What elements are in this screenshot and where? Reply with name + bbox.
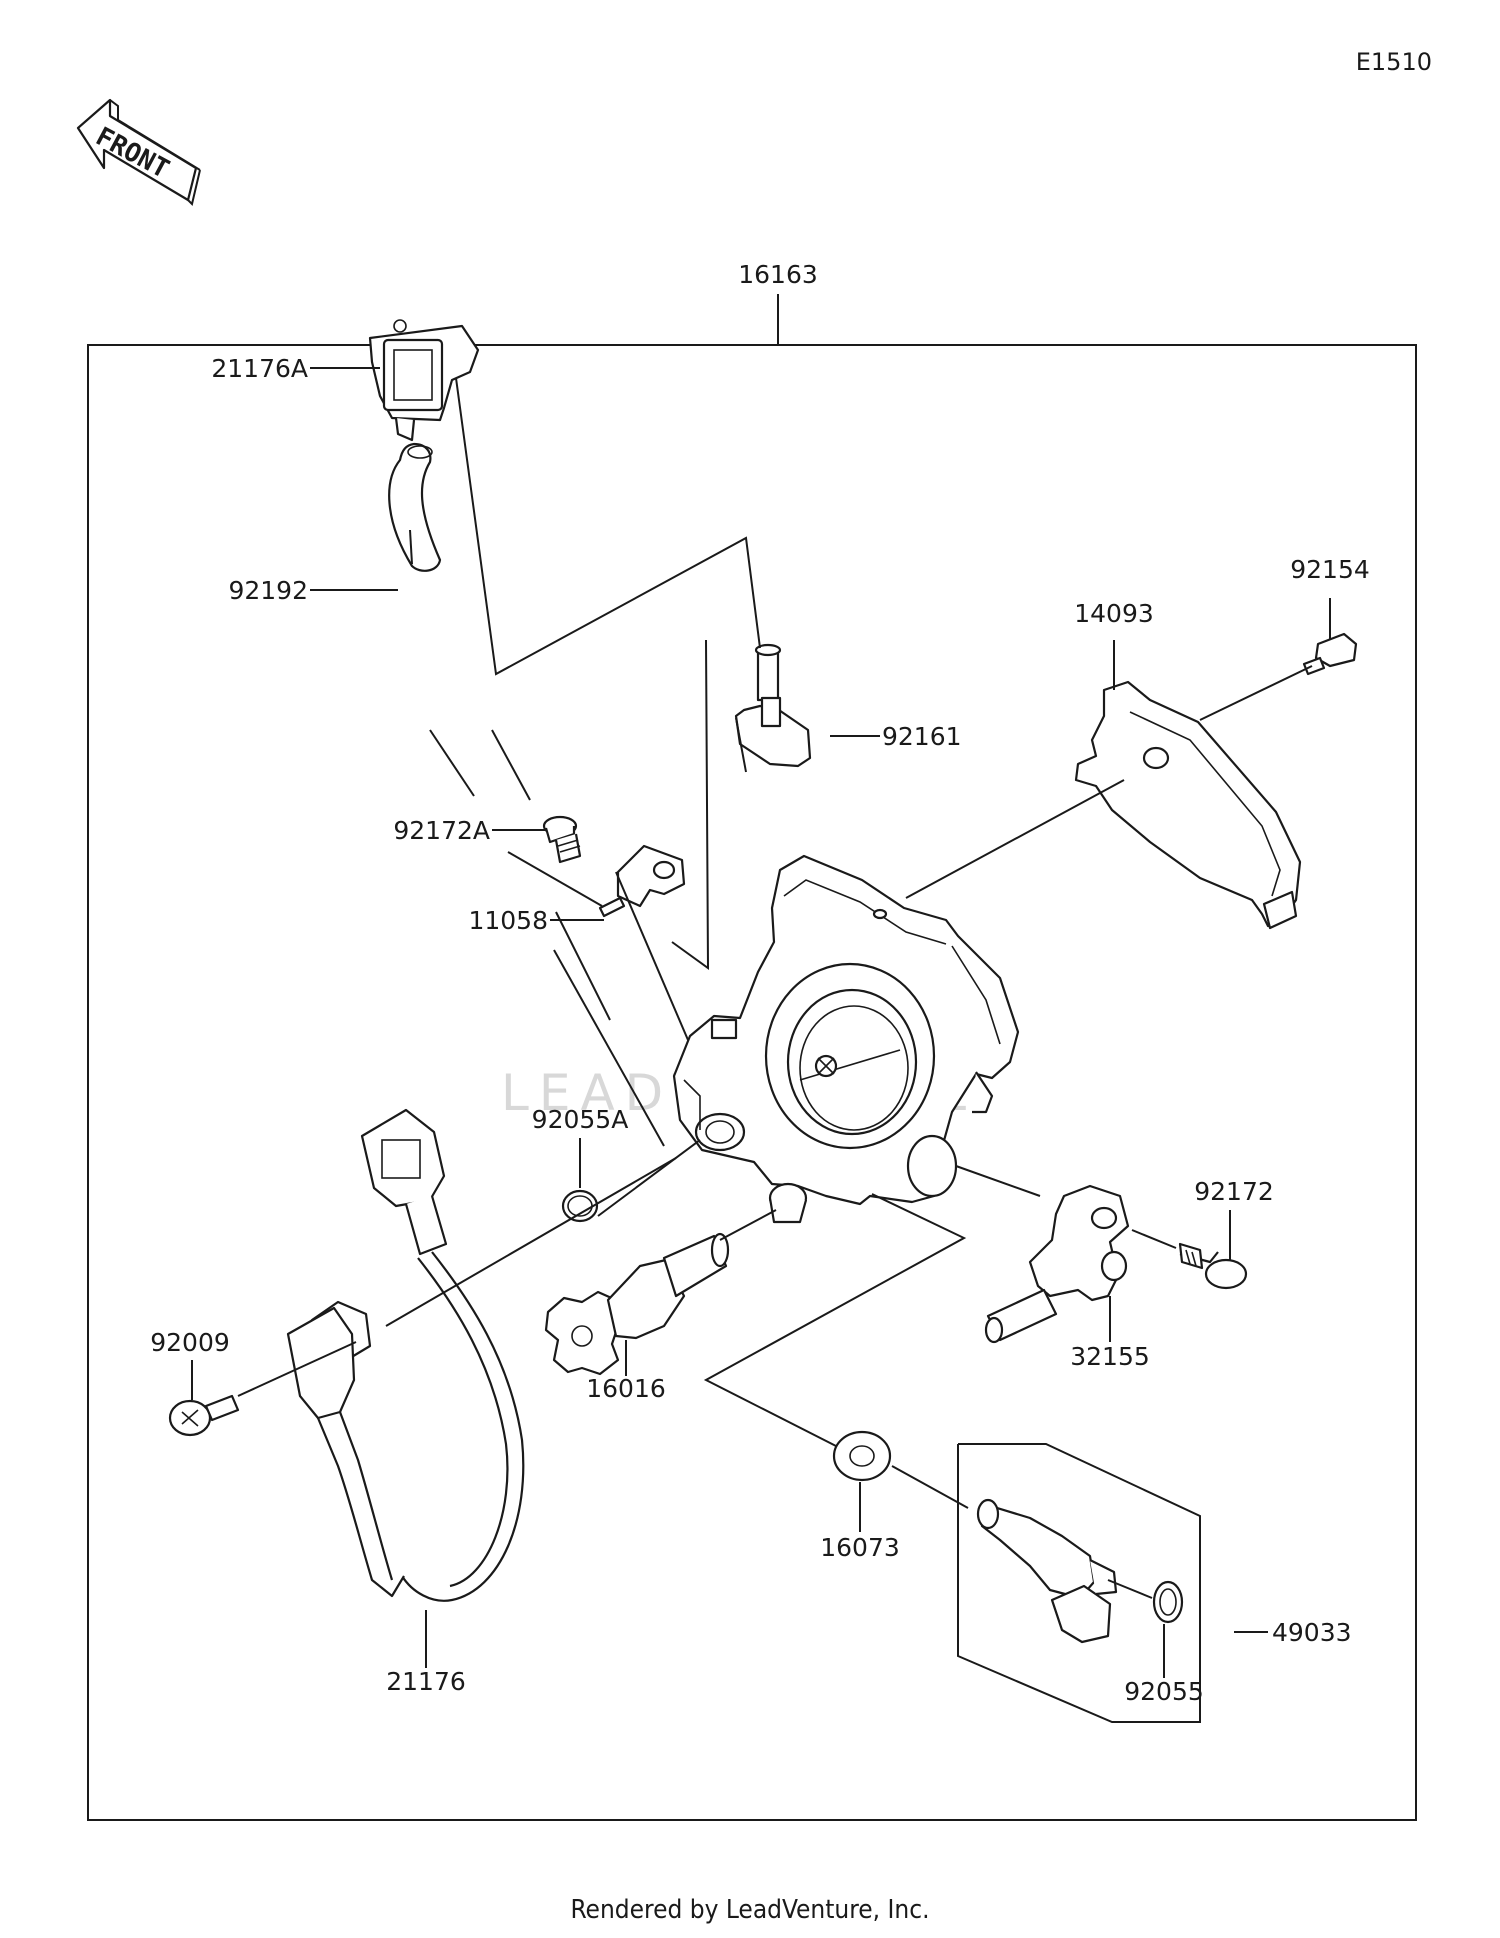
part-label-16016: 16016 [586,1374,666,1403]
part-label-49033: 49033 [1272,1618,1352,1647]
throttle-body[interactable] [672,854,1020,1224]
part-label-92192: 92192 [228,576,308,605]
oring-92055A[interactable] [561,1189,599,1223]
screw-92172[interactable] [1178,1242,1248,1290]
bracket-32155[interactable] [984,1184,1130,1344]
diagram-code: E1510 [1356,48,1432,76]
assembly-frame [87,344,1417,1821]
part-label-21176: 21176 [386,1667,466,1696]
part-label-92055: 92055 [1124,1677,1204,1706]
part-label-32155: 32155 [1070,1342,1150,1371]
part-label-92154: 92154 [1290,555,1370,584]
part-label-92172: 92172 [1194,1177,1274,1206]
harness-21176[interactable] [286,1108,525,1602]
oring-92055[interactable] [1152,1580,1184,1624]
part-label-92172A: 92172A [393,816,490,845]
part-label-11058: 11058 [468,906,548,935]
hose-92192[interactable] [388,442,442,572]
leader-lines [191,367,1331,1723]
assembly-label: 16163 [738,260,818,289]
front-arrow-icon: FRONT [76,98,201,206]
grommet-16073[interactable] [832,1430,892,1482]
sensor-92161[interactable] [734,643,812,768]
sensor-21176A[interactable] [368,319,480,442]
footer-credit: Rendered by LeadVenture, Inc. [570,1895,929,1925]
part-label-21176A: 21176A [211,354,308,383]
part-label-92161: 92161 [882,722,962,751]
part-label-16073: 16073 [820,1533,900,1562]
bracket-11058[interactable] [598,844,686,918]
bolt-92009[interactable] [168,1394,240,1437]
bolt-92154[interactable] [1302,632,1358,676]
screw-92172A[interactable] [542,815,582,864]
injector-49033[interactable] [976,1498,1118,1644]
part-label-14093: 14093 [1074,599,1154,628]
cover-14093[interactable] [1074,680,1302,930]
part-label-92055A: 92055A [532,1105,629,1134]
valve-16016[interactable] [544,1232,730,1376]
part-label-92009: 92009 [150,1328,230,1357]
part-labels: 21176A 92192 92161 92154 14093 92172A 11… [150,354,1370,1706]
